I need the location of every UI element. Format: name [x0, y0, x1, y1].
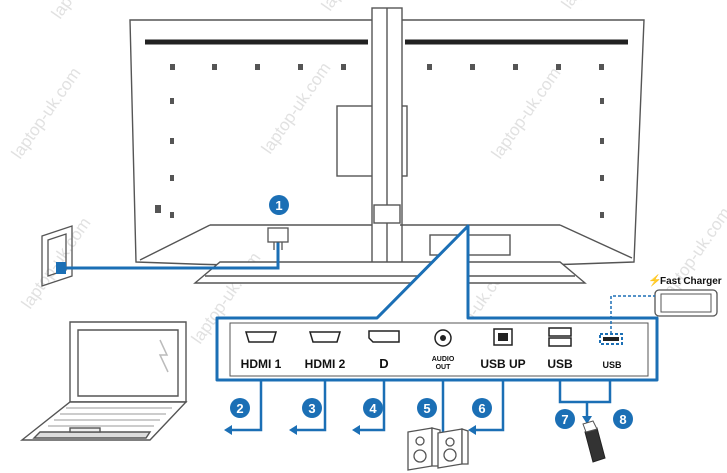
lightning-icon: ⚡	[648, 274, 662, 287]
callout-number: 7	[561, 412, 568, 427]
callout-number: 1	[275, 198, 282, 213]
watermark: laptop-uk.com	[48, 0, 125, 22]
watermark: laptop-uk.com	[658, 204, 727, 302]
callout-number: 8	[619, 412, 626, 427]
arrow-heads	[224, 416, 592, 435]
callout-5: 5	[417, 398, 437, 418]
callout-8: 8	[613, 409, 633, 429]
fast-charger: ⚡ Fast Charger	[610, 274, 722, 334]
monitor-back	[129, 7, 645, 284]
callout-1: 1	[269, 195, 289, 215]
audio-out-label-line1: AUDIO	[432, 356, 455, 363]
displayport-port: D	[368, 330, 400, 371]
usb-up-label: USB UP	[480, 357, 525, 371]
watermark-layer: laptop-uk.com laptop-uk.com laptop-uk.co…	[8, 0, 727, 357]
callout-6: 6	[472, 398, 492, 418]
wall-socket	[41, 225, 73, 287]
hdmi1-label: HDMI 1	[241, 357, 282, 371]
usb-charge-label: USB	[602, 360, 622, 370]
fast-charger-label: Fast Charger	[660, 276, 722, 287]
callout-7: 7	[555, 409, 575, 429]
callout-3: 3	[302, 398, 322, 418]
output-arrows	[230, 380, 612, 432]
callout-number: 6	[478, 401, 485, 416]
power-cable	[66, 227, 289, 270]
watermark: laptop-uk.com	[558, 0, 635, 12]
usb-up-port: USB UP	[480, 328, 526, 371]
watermark: laptop-uk.com	[488, 64, 565, 162]
watermark: laptop-uk.com	[8, 64, 85, 162]
callout-number: 3	[308, 401, 315, 416]
hdmi1-port: HDMI 1	[241, 331, 282, 371]
usb-ports: USB	[547, 327, 573, 371]
callout-number: 5	[423, 401, 430, 416]
hdmi2-port: HDMI 2	[305, 331, 346, 371]
usb-label: USB	[547, 357, 573, 371]
callout-2: 2	[230, 398, 250, 418]
hdmi2-label: HDMI 2	[305, 357, 346, 371]
callout-number: 2	[236, 401, 243, 416]
laptop	[19, 321, 188, 441]
speakers	[407, 427, 469, 471]
callout-4: 4	[363, 398, 383, 418]
audio-out-port: AUDIO OUT	[432, 329, 455, 371]
callout-number: 4	[369, 401, 377, 416]
displayport-label: D	[379, 356, 388, 371]
audio-out-label-line2: OUT	[436, 364, 452, 371]
watermark: laptop-uk.com	[258, 59, 335, 157]
usb-flash-drive	[582, 420, 606, 463]
